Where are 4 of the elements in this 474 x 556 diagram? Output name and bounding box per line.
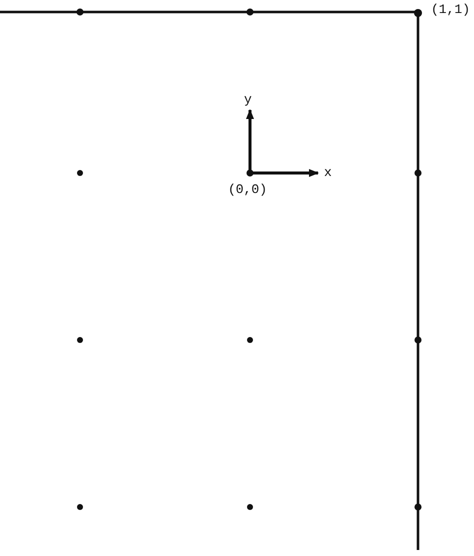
axis-label: y (244, 93, 252, 107)
axis-label: x (324, 166, 332, 180)
coordinate-label: (0,0) (228, 183, 268, 197)
coordinate-label: (1,1) (431, 3, 470, 17)
